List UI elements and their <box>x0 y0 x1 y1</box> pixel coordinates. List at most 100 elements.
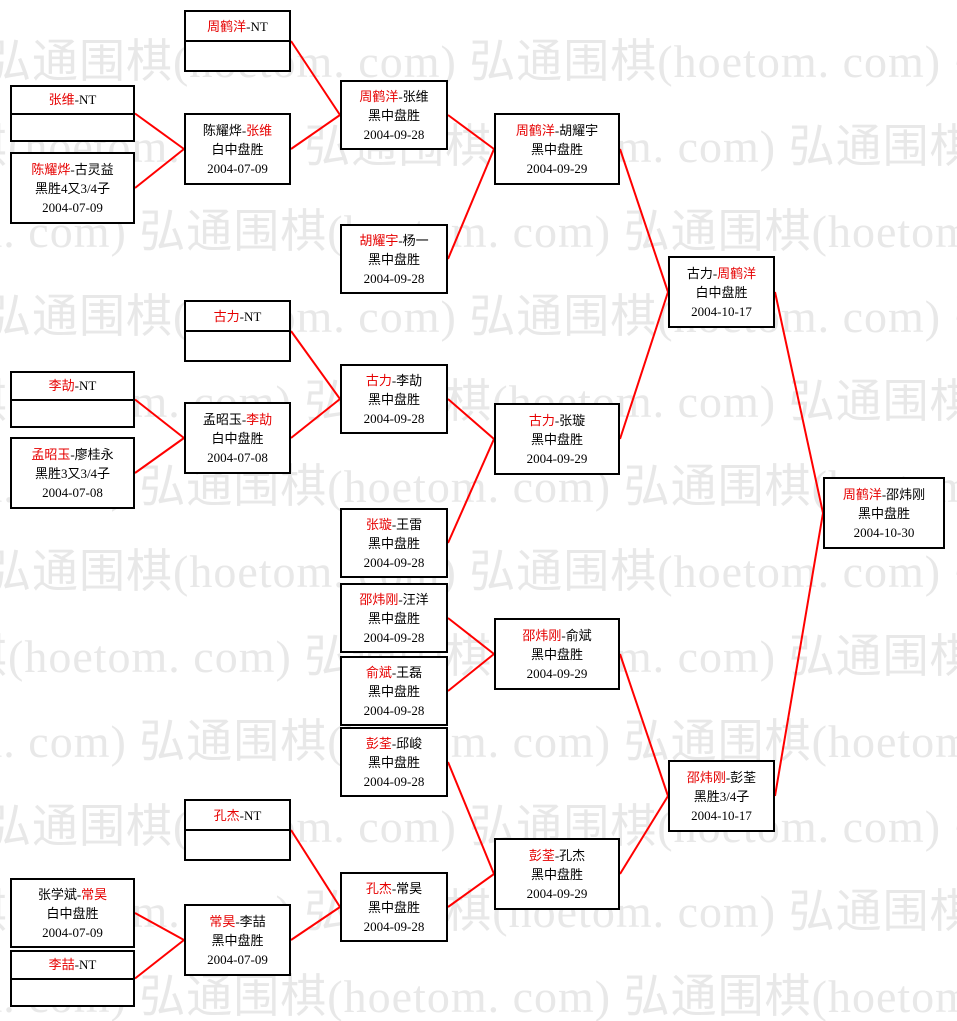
player-name: NT <box>79 378 97 394</box>
watermark-text: 弘通围棋(hoetom. com) 弘通围棋(hoetom. com) 弘通围棋… <box>0 631 957 682</box>
vs-separator: - <box>70 161 75 177</box>
match-result: 黑胜3又3/4子 <box>34 465 111 481</box>
connector-line <box>447 398 495 440</box>
vs-separator: - <box>74 957 79 973</box>
match-result: 白中盘胜 <box>695 284 748 300</box>
seed-empty-cell <box>12 115 133 141</box>
player-name: 古灵益 <box>74 161 114 177</box>
connector-line <box>447 761 495 875</box>
player-name: 廖桂永 <box>74 446 114 462</box>
winner-name: 周鹤洋 <box>207 18 247 34</box>
winner-name: 周鹤洋 <box>717 265 757 281</box>
vs-separator: - <box>241 411 247 427</box>
match-players: 古力-NT <box>186 302 289 332</box>
player-name: 汪洋 <box>402 591 429 607</box>
match-result: 黑中盘胜 <box>367 107 420 123</box>
winner-name: 李劼 <box>48 378 75 394</box>
player-name: 彭荃 <box>730 769 757 785</box>
player-name: 张璇 <box>559 412 586 428</box>
vs-separator: - <box>391 735 397 751</box>
match-date: 2004-09-28 <box>363 918 425 934</box>
seed-empty-cell <box>12 401 133 427</box>
match-players: 古力-张璇 <box>496 411 618 430</box>
match-result: 黑中盘胜 <box>367 683 420 699</box>
connector-line <box>290 829 341 908</box>
match-players: 李喆-NT <box>12 952 133 980</box>
vs-separator: - <box>76 886 82 902</box>
seed-box-r1-lizhe-nt: 李喆-NT <box>10 950 135 1007</box>
watermark-text: 弘通围棋(hoetom. com) 弘通围棋(hoetom. com) 弘通围棋… <box>0 206 957 257</box>
match-result: 黑中盘胜 <box>367 251 420 267</box>
match-players: 常昊-李喆 <box>186 912 289 931</box>
match-date: 2004-09-29 <box>526 160 588 176</box>
player-name: 孔杰 <box>559 847 586 863</box>
connector-line <box>134 148 185 189</box>
match-players: 张学斌-常昊 <box>12 885 133 904</box>
match-box-r3-huyaoyu-yangyi: 胡耀宇-杨一黑中盘胜 2004-09-28 <box>340 224 448 294</box>
match-result: 白中盘胜 <box>211 141 264 157</box>
match-result: 黑中盘胜 <box>530 646 583 662</box>
match-date: 2004-09-28 <box>363 270 425 286</box>
match-players: 孔杰-NT <box>186 801 289 831</box>
match-result: 黑中盘胜 <box>530 431 583 447</box>
match-players: 古力-李劼 <box>342 371 446 390</box>
vs-separator: - <box>398 591 403 607</box>
watermark-text: 弘通围棋(hoetom. com) 弘通围棋(hoetom. com) 弘通围棋… <box>0 886 957 937</box>
match-players: 孟昭玉-廖桂永 <box>12 445 133 464</box>
player-name: 俞斌 <box>565 627 592 643</box>
vs-separator: - <box>246 18 251 34</box>
connector-line <box>134 939 185 980</box>
match-result: 黑中盘胜 <box>367 899 420 915</box>
match-players: 孟昭玉-李劼 <box>186 410 289 429</box>
player-name: 王雷 <box>396 516 423 532</box>
player-name: 张维 <box>402 88 429 104</box>
match-result: 黑胜4又3/4子 <box>34 180 111 196</box>
watermark-text: 弘通围棋(hoetom. com) 弘通围棋(hoetom. com) 弘通围棋… <box>0 716 957 767</box>
seed-box-r1-zhangwei-nt: 张维-NT <box>10 85 135 142</box>
connector-line <box>619 653 669 797</box>
match-result: 黑中盘胜 <box>367 535 420 551</box>
watermark-text: 弘通围棋(hoetom. com) 弘通围棋(hoetom. com) 弘通围棋… <box>0 36 957 87</box>
match-date: 2004-09-28 <box>363 702 425 718</box>
winner-name: 孟昭玉 <box>31 446 71 462</box>
match-players: 陈耀烨-张维 <box>186 121 289 140</box>
vs-separator: - <box>239 308 244 324</box>
player-name: 张学斌 <box>37 886 77 902</box>
player-name: 李劼 <box>396 372 423 388</box>
connector-line <box>447 148 495 260</box>
match-result: 黑胜3/4子 <box>693 788 750 804</box>
vs-separator: - <box>554 847 560 863</box>
winner-name: 古力 <box>365 372 392 388</box>
vs-separator: - <box>561 627 566 643</box>
watermark-text: 弘通围棋(hoetom. com) 弘通围棋(hoetom. com) 弘通围棋… <box>0 291 957 342</box>
match-players: 孔杰-常昊 <box>342 879 446 898</box>
match-players: 周鹤洋-胡耀宇 <box>496 121 618 140</box>
match-players: 邵炜刚-俞斌 <box>496 626 618 645</box>
match-players: 张璇-王雷 <box>342 515 446 534</box>
match-players: 彭荃-邱峻 <box>342 734 446 753</box>
match-date: 2004-07-09 <box>207 160 268 176</box>
seed-box-r2-zhouheyang-nt: 周鹤洋-NT <box>184 10 291 72</box>
match-date: 2004-09-29 <box>526 665 588 681</box>
winner-name: 李喆 <box>48 957 75 973</box>
vs-separator: - <box>712 265 718 281</box>
match-date: 2004-09-29 <box>526 885 588 901</box>
vs-separator: - <box>725 769 731 785</box>
vs-separator: - <box>881 486 887 502</box>
winner-name: 周鹤洋 <box>842 486 882 502</box>
watermark-text: 弘通围棋(hoetom. com) 弘通围棋(hoetom. com) 弘通围棋… <box>0 971 957 1021</box>
vs-separator: - <box>391 516 397 532</box>
match-players: 胡耀宇-杨一 <box>342 231 446 250</box>
winner-name: 彭荃 <box>528 847 555 863</box>
connector-line <box>290 114 341 150</box>
